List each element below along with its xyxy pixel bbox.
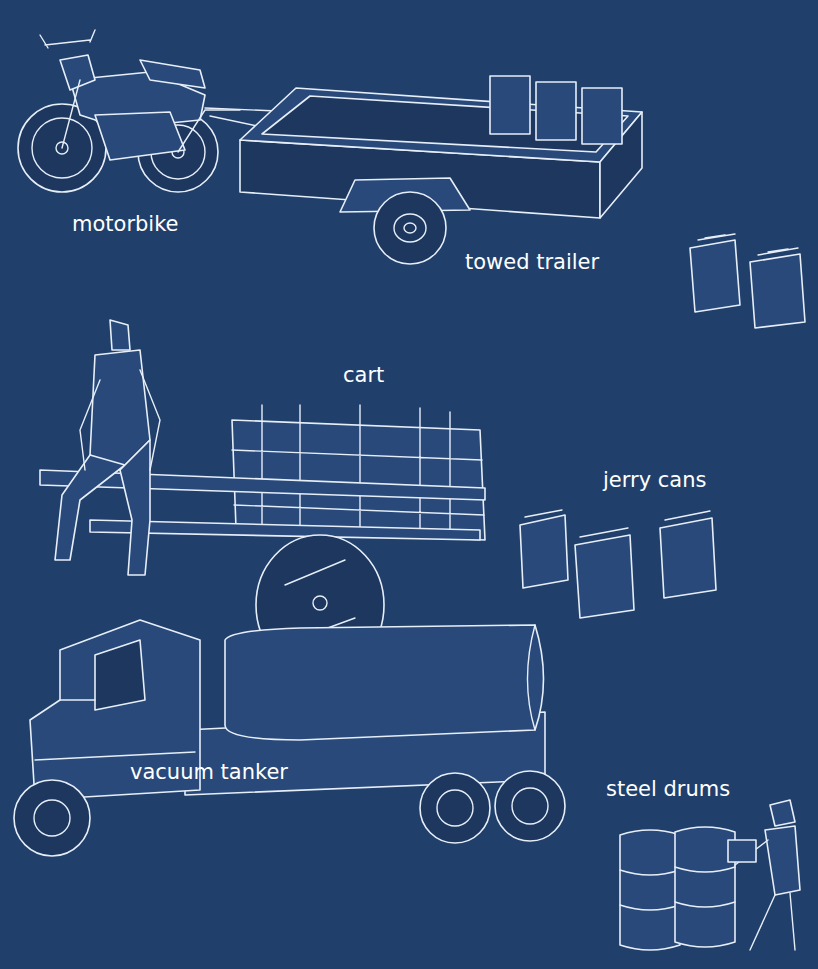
item-label: steel drums (606, 779, 730, 800)
jerry-can-drawing (520, 510, 716, 618)
item-label: cart (343, 365, 384, 386)
item-label: jerry cans (603, 470, 706, 491)
item-label: motorbike (72, 214, 179, 235)
item-label: towed trailer (465, 252, 599, 273)
cart-drawing (40, 320, 485, 675)
motorbike-drawing (18, 30, 240, 192)
tanker-drawing (14, 620, 565, 856)
item-label: vacuum tanker (130, 762, 288, 783)
steel-drum-drawing (620, 800, 800, 950)
jerry-can-drawing (690, 234, 805, 328)
trailer-drawing (205, 76, 642, 264)
